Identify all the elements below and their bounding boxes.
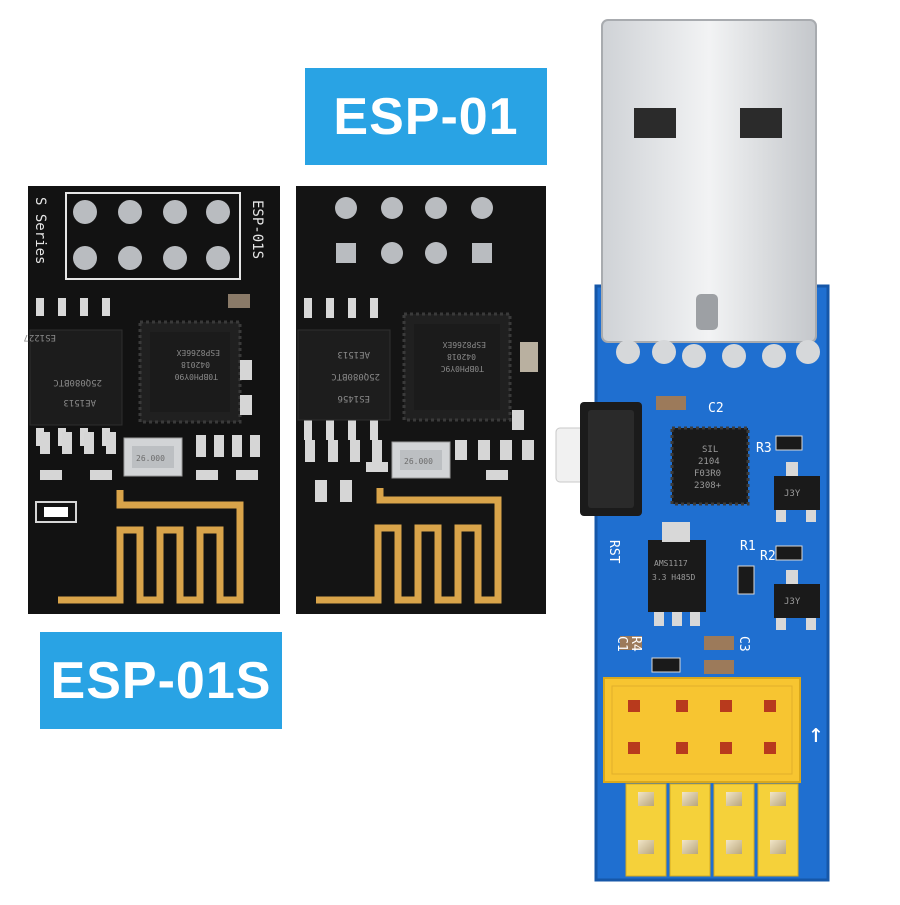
usb-uart-chip: SIL 2104 F03R0 2308+ bbox=[670, 426, 750, 506]
adapter-male-pins bbox=[625, 783, 799, 877]
esp01-pin-pads bbox=[335, 197, 493, 264]
direction-arrow: ↑ bbox=[808, 719, 824, 749]
svg-text:ES1456: ES1456 bbox=[337, 393, 370, 403]
rst-button-switch bbox=[555, 402, 642, 516]
esp01-board: AE1513 25Q080BTC ES1456 ESP8266EX 042018… bbox=[296, 186, 546, 614]
svg-text:042018: 042018 bbox=[447, 352, 476, 361]
svg-text:042018: 042018 bbox=[181, 360, 210, 369]
svg-text:25Q080BTC: 25Q080BTC bbox=[331, 371, 380, 381]
transistor-q1: J3Y bbox=[774, 462, 820, 522]
esp01s-antenna bbox=[58, 490, 244, 604]
svg-text:26.000: 26.000 bbox=[404, 457, 433, 466]
svg-text:ESP8266EX: ESP8266EX bbox=[442, 340, 486, 349]
svg-text:2104: 2104 bbox=[698, 457, 720, 467]
svg-text:J3Y: J3Y bbox=[784, 597, 801, 607]
svg-text:J3Y: J3Y bbox=[784, 489, 801, 499]
esp01s-side-silk: ESP-01S bbox=[249, 200, 265, 259]
svg-text:SIL: SIL bbox=[702, 445, 718, 455]
esp01-antenna bbox=[316, 488, 502, 604]
esp01s-crystal: 26.000 bbox=[123, 437, 183, 477]
svg-text:AMS1117: AMS1117 bbox=[654, 559, 688, 568]
svg-text:26.000: 26.000 bbox=[136, 454, 165, 463]
usb-connector bbox=[601, 19, 820, 368]
esp01-label: ESP-01 bbox=[305, 68, 547, 165]
esp01-crystal: 26.000 bbox=[391, 441, 451, 479]
svg-text:C1: C1 bbox=[614, 636, 629, 652]
esp01s-label: ESP-01S bbox=[40, 632, 282, 729]
svg-text:R2: R2 bbox=[760, 549, 776, 564]
esp01s-board: ESP-01S S Series ES1227 25Q080BTC AE1513… bbox=[23, 186, 280, 614]
svg-text:R4: R4 bbox=[628, 636, 643, 652]
esp-socket-header bbox=[603, 677, 801, 783]
svg-text:ES1227: ES1227 bbox=[23, 332, 56, 342]
svg-text:2308+: 2308+ bbox=[694, 481, 722, 491]
svg-text:AE1513: AE1513 bbox=[63, 397, 96, 407]
svg-text:AE1513: AE1513 bbox=[337, 349, 370, 359]
voltage-regulator: AMS1117 3.3 H485D bbox=[648, 522, 706, 626]
usb-adapter-board: SIL 2104 F03R0 2308+ AMS1117 3.3 H485D bbox=[555, 19, 830, 882]
esp01s-passives bbox=[35, 294, 260, 523]
esp01-flash-chip: AE1513 25Q080BTC ES1456 bbox=[297, 298, 391, 440]
svg-text:C3: C3 bbox=[736, 636, 751, 652]
transistor-q2: J3Y bbox=[774, 570, 820, 630]
esp01s-main-chip: ESP8266EX 042018 T0BPH0Y90 bbox=[138, 320, 242, 424]
svg-text:ESP8266EX: ESP8266EX bbox=[176, 348, 220, 357]
svg-text:3.3 H485D: 3.3 H485D bbox=[652, 573, 696, 582]
svg-text:F03R0: F03R0 bbox=[694, 469, 721, 479]
svg-text:T0BPH0Y90: T0BPH0Y90 bbox=[174, 372, 218, 381]
svg-text:25Q080BTC: 25Q080BTC bbox=[53, 377, 102, 387]
adapter-passives bbox=[620, 396, 803, 674]
svg-text:C2: C2 bbox=[708, 401, 724, 416]
esp01s-series-silk: S Series bbox=[32, 197, 48, 264]
svg-text:R3: R3 bbox=[756, 441, 772, 456]
esp01-main-chip: ESP8266EX 042018 T0BPH0Y9C bbox=[402, 312, 512, 422]
esp01s-pin-pads bbox=[73, 200, 230, 270]
svg-text:R1: R1 bbox=[740, 539, 756, 554]
svg-text:T0BPH0Y9C: T0BPH0Y9C bbox=[440, 364, 484, 373]
svg-text:RST: RST bbox=[606, 540, 621, 564]
adapter-silkscreen: C2 R3 RST R1 R2 C1 R4 C3 bbox=[606, 401, 776, 652]
esp01-passives bbox=[305, 342, 538, 502]
